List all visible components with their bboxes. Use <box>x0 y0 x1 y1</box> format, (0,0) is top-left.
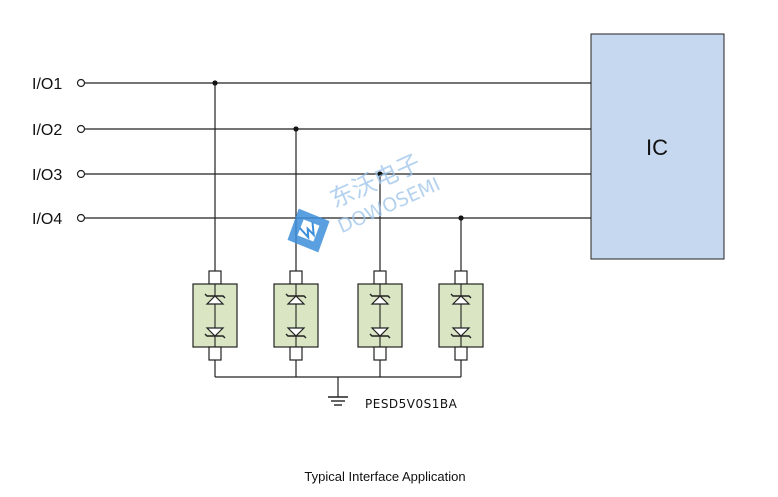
tvs-pin-top-1 <box>208 270 222 285</box>
io-terminal-1 <box>76 78 86 88</box>
ground-bus <box>215 376 461 406</box>
tvs-diode-top-2 <box>285 293 307 305</box>
tvs-device-1 <box>192 80 238 377</box>
ground-icon <box>328 396 348 406</box>
tvs-device-4 <box>438 215 484 377</box>
tvs-diode-bottom-3-triangle <box>370 327 390 337</box>
tvs-diode-bottom-3 <box>369 327 391 339</box>
tvs-diode-bottom-4 <box>450 327 472 339</box>
tvs-diode-bottom-2 <box>285 327 307 339</box>
tvs-diode-bottom-2-triangle <box>286 327 306 337</box>
dowosemi-logo-icon <box>287 208 330 253</box>
io-label-4: I/O4 <box>32 211 62 228</box>
tvs-diode-top-1-bar <box>204 293 226 299</box>
tvs-diode-bottom-1 <box>204 327 226 339</box>
tvs-device-3 <box>357 171 403 377</box>
tvs-diode-top-2-triangle <box>286 295 306 305</box>
tvs-diode-bottom-3-bar <box>369 333 391 339</box>
dowosemi-watermark: 东沃电子 DOWOSEMI <box>287 149 443 253</box>
tvs-diode-bottom-1-triangle <box>205 327 225 337</box>
tvs-diode-top-3-triangle <box>370 295 390 305</box>
tvs-diode-top-1-triangle <box>205 295 225 305</box>
tvs-diode-top-4-bar <box>450 293 472 299</box>
tvs-diode-top-1 <box>204 293 226 305</box>
io-terminal-3 <box>76 169 86 179</box>
tvs-pin-bottom-1 <box>208 346 222 361</box>
io-line-3: I/O3 <box>32 167 591 184</box>
tvs-diode-top-2-bar <box>285 293 307 299</box>
ic-block <box>590 33 725 260</box>
tvs-diode-top-4 <box>450 293 472 305</box>
io-label-2: I/O2 <box>32 122 62 139</box>
io-label-1: I/O1 <box>32 76 62 93</box>
tvs-diode-top-4-triangle <box>451 295 471 305</box>
tvs-pin-bottom-3 <box>373 346 387 361</box>
tvs-diode-top-3 <box>369 293 391 305</box>
part-number-label: PESD5V0S1BA <box>365 397 458 411</box>
io-line-1: I/O1 <box>32 76 591 93</box>
tvs-pin-bottom-4 <box>454 346 468 361</box>
tvs-diode-bottom-2-bar <box>285 333 307 339</box>
tvs-devices <box>192 80 484 377</box>
io-terminal-2 <box>76 124 86 134</box>
ic-label: IC <box>646 135 668 160</box>
io-label-3: I/O3 <box>32 167 62 184</box>
tvs-diode-top-3-bar <box>369 293 391 299</box>
tvs-device-2 <box>273 126 319 377</box>
io-line-2: I/O2 <box>32 122 591 139</box>
tvs-pin-top-3 <box>373 270 387 285</box>
io-line-4: I/O4 <box>32 211 591 228</box>
tvs-diode-bottom-4-bar <box>450 333 472 339</box>
tvs-pin-bottom-2 <box>289 346 303 361</box>
tvs-diode-bottom-4-triangle <box>451 327 471 337</box>
figure-caption: Typical Interface Application <box>304 469 465 484</box>
io-lines: I/O1 I/O2 I/O3 I/O4 <box>32 76 591 228</box>
io-terminal-4 <box>76 213 86 223</box>
tvs-pin-top-4 <box>454 270 468 285</box>
tvs-pin-top-2 <box>289 270 303 285</box>
tvs-diode-bottom-1-bar <box>204 333 226 339</box>
